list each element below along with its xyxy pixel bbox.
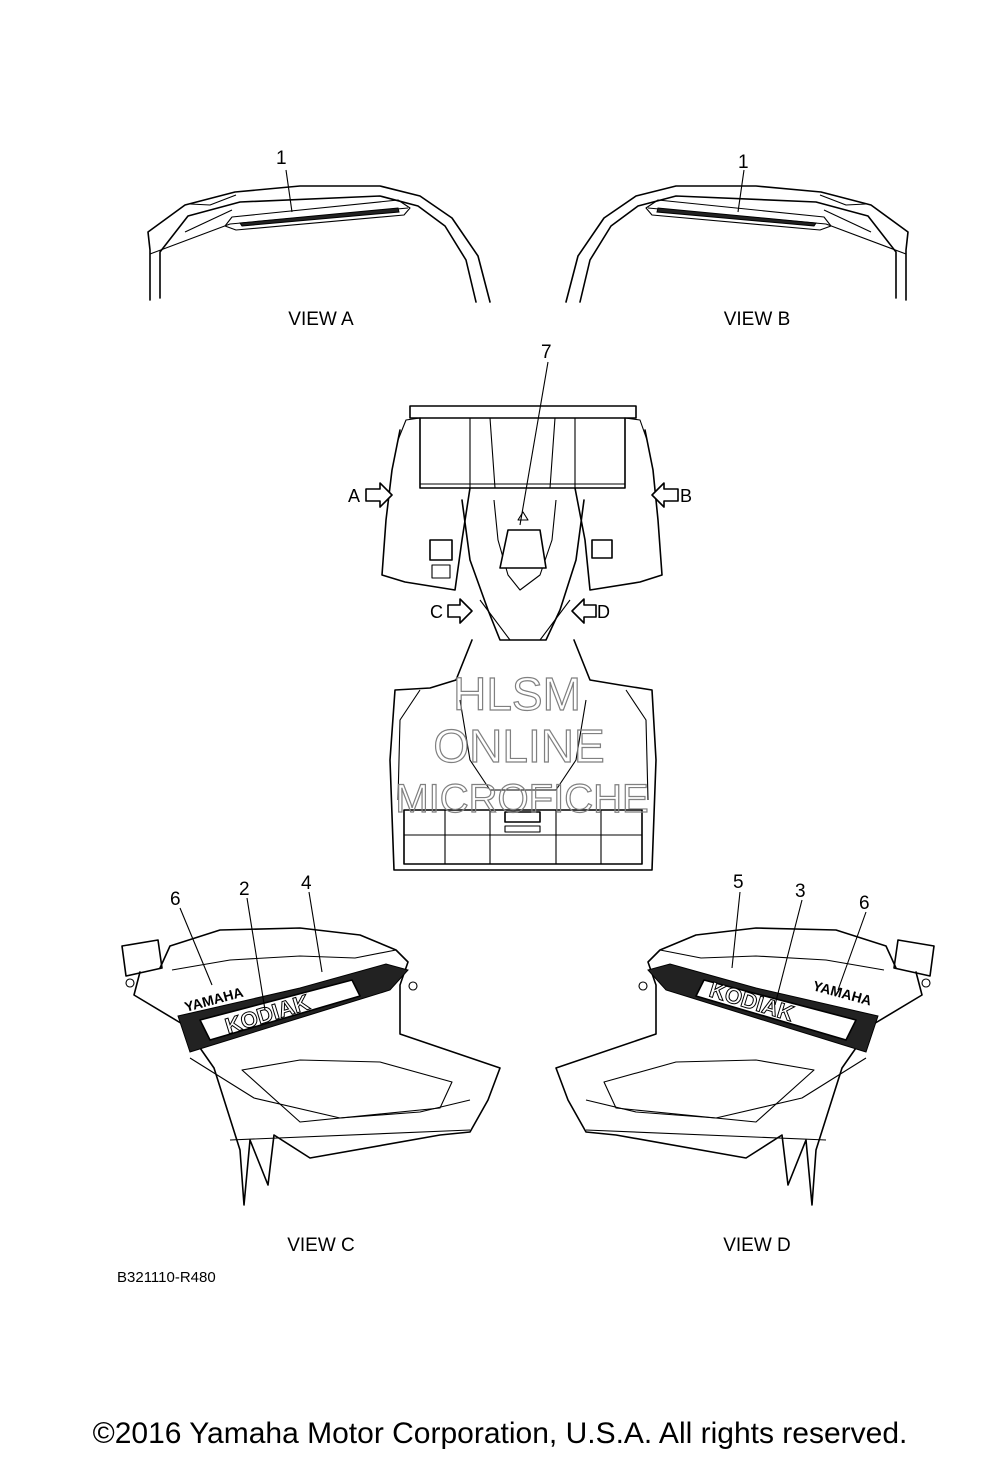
callout-1-view-b: 1 <box>738 152 749 173</box>
arrow-label-c: C <box>430 602 443 622</box>
callout-1-view-a: 1 <box>276 148 287 169</box>
arrow-label-a: A <box>348 486 360 506</box>
view-arrow-b: B <box>651 482 692 508</box>
view-arrow-c: C <box>430 598 473 624</box>
callout-2: 2 <box>239 879 250 900</box>
callout-6-view-c: 6 <box>170 889 181 910</box>
view-label-a: VIEW A <box>288 309 354 330</box>
callout-4: 4 <box>301 873 312 894</box>
callout-6-view-d: 6 <box>859 893 870 914</box>
callout-3: 3 <box>795 881 806 902</box>
view-arrow-a: A <box>348 482 393 508</box>
atv-top-view <box>381 405 663 871</box>
watermark: HLSM ONLINE MICROFICHE <box>395 667 650 821</box>
arrow-label-d: D <box>597 602 610 622</box>
view-label-c: VIEW C <box>287 1235 355 1256</box>
arrow-label-b: B <box>680 486 692 506</box>
watermark-line-2: ONLINE <box>433 720 604 772</box>
view-a-fender <box>147 185 491 303</box>
watermark-line-3: MICROFICHE <box>395 777 648 821</box>
leader-lines <box>179 169 867 1011</box>
view-d-side-cover: KODIAK YAMAHA <box>555 927 935 1206</box>
view-c-side-cover: KODIAK YAMAHA <box>121 927 501 1206</box>
callout-7: 7 <box>541 342 552 363</box>
watermark-line-1: HLSM <box>453 668 581 720</box>
callout-5: 5 <box>733 872 744 893</box>
view-label-b: VIEW B <box>724 309 791 330</box>
view-b-fender <box>565 185 909 303</box>
copyright-notice: ©2016 Yamaha Motor Corporation, U.S.A. A… <box>93 1417 908 1450</box>
view-label-d: VIEW D <box>723 1235 791 1256</box>
diagram-reference-code: B321110-R480 <box>117 1269 216 1286</box>
decal-kodiak-right: KODIAK <box>707 977 797 1026</box>
view-arrow-d: D <box>571 598 610 624</box>
